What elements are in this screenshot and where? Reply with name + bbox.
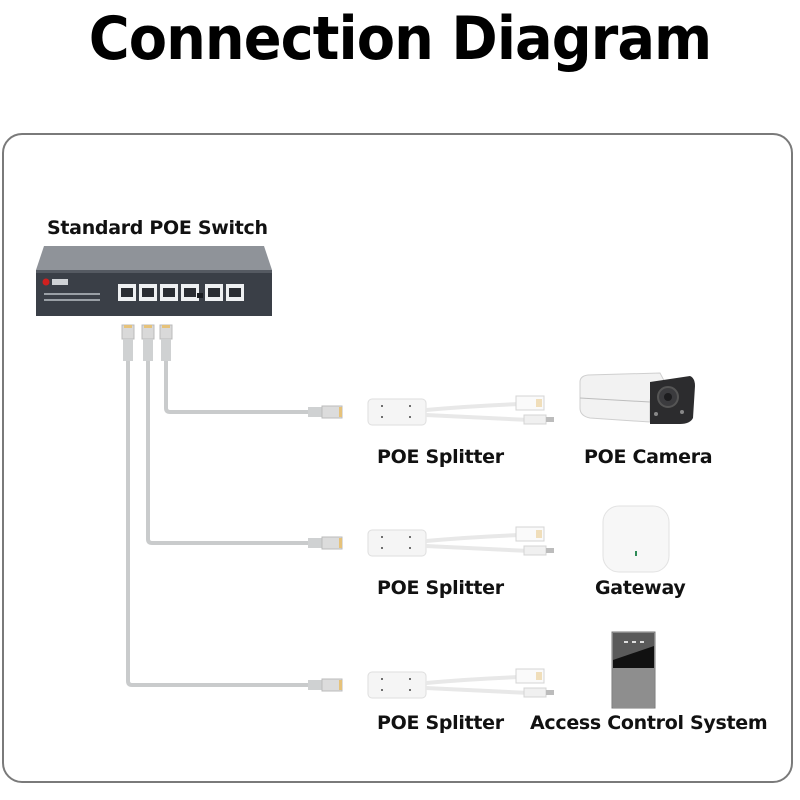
device-label-camera: POE Camera (584, 446, 713, 468)
cable-3 (126, 360, 310, 687)
poe-splitter-icon (367, 395, 554, 426)
poe-switch-icon (36, 246, 272, 316)
rj45-plug (308, 678, 343, 692)
poe-splitter-icon (367, 526, 554, 557)
poe-splitter-icon (367, 668, 554, 699)
splitter-label-2: POE Splitter (377, 577, 504, 599)
rj45-plugs-top (121, 324, 173, 361)
cable-1 (164, 360, 310, 414)
cable-2 (146, 360, 310, 545)
gateway-icon (602, 505, 670, 573)
camera-icon (579, 372, 695, 424)
splitter-label-3: POE Splitter (377, 712, 504, 734)
device-label-access-control: Access Control System (530, 712, 768, 734)
device-label-gateway: Gateway (595, 577, 686, 599)
splitter-row (308, 526, 554, 557)
uplink-ports (205, 284, 244, 301)
switch-label: Standard POE Switch (47, 217, 268, 239)
rj45-plug (308, 536, 343, 550)
ethernet-cables (126, 360, 310, 687)
poe-ports (118, 284, 199, 301)
splitter-row (308, 395, 554, 426)
splitter-row (308, 668, 554, 699)
diagram-frame (2, 133, 793, 783)
page-title: Connection Diagram (88, 4, 712, 74)
splitter-label-1: POE Splitter (377, 446, 504, 468)
access-control-icon (611, 631, 656, 709)
rj45-plug (308, 405, 343, 419)
